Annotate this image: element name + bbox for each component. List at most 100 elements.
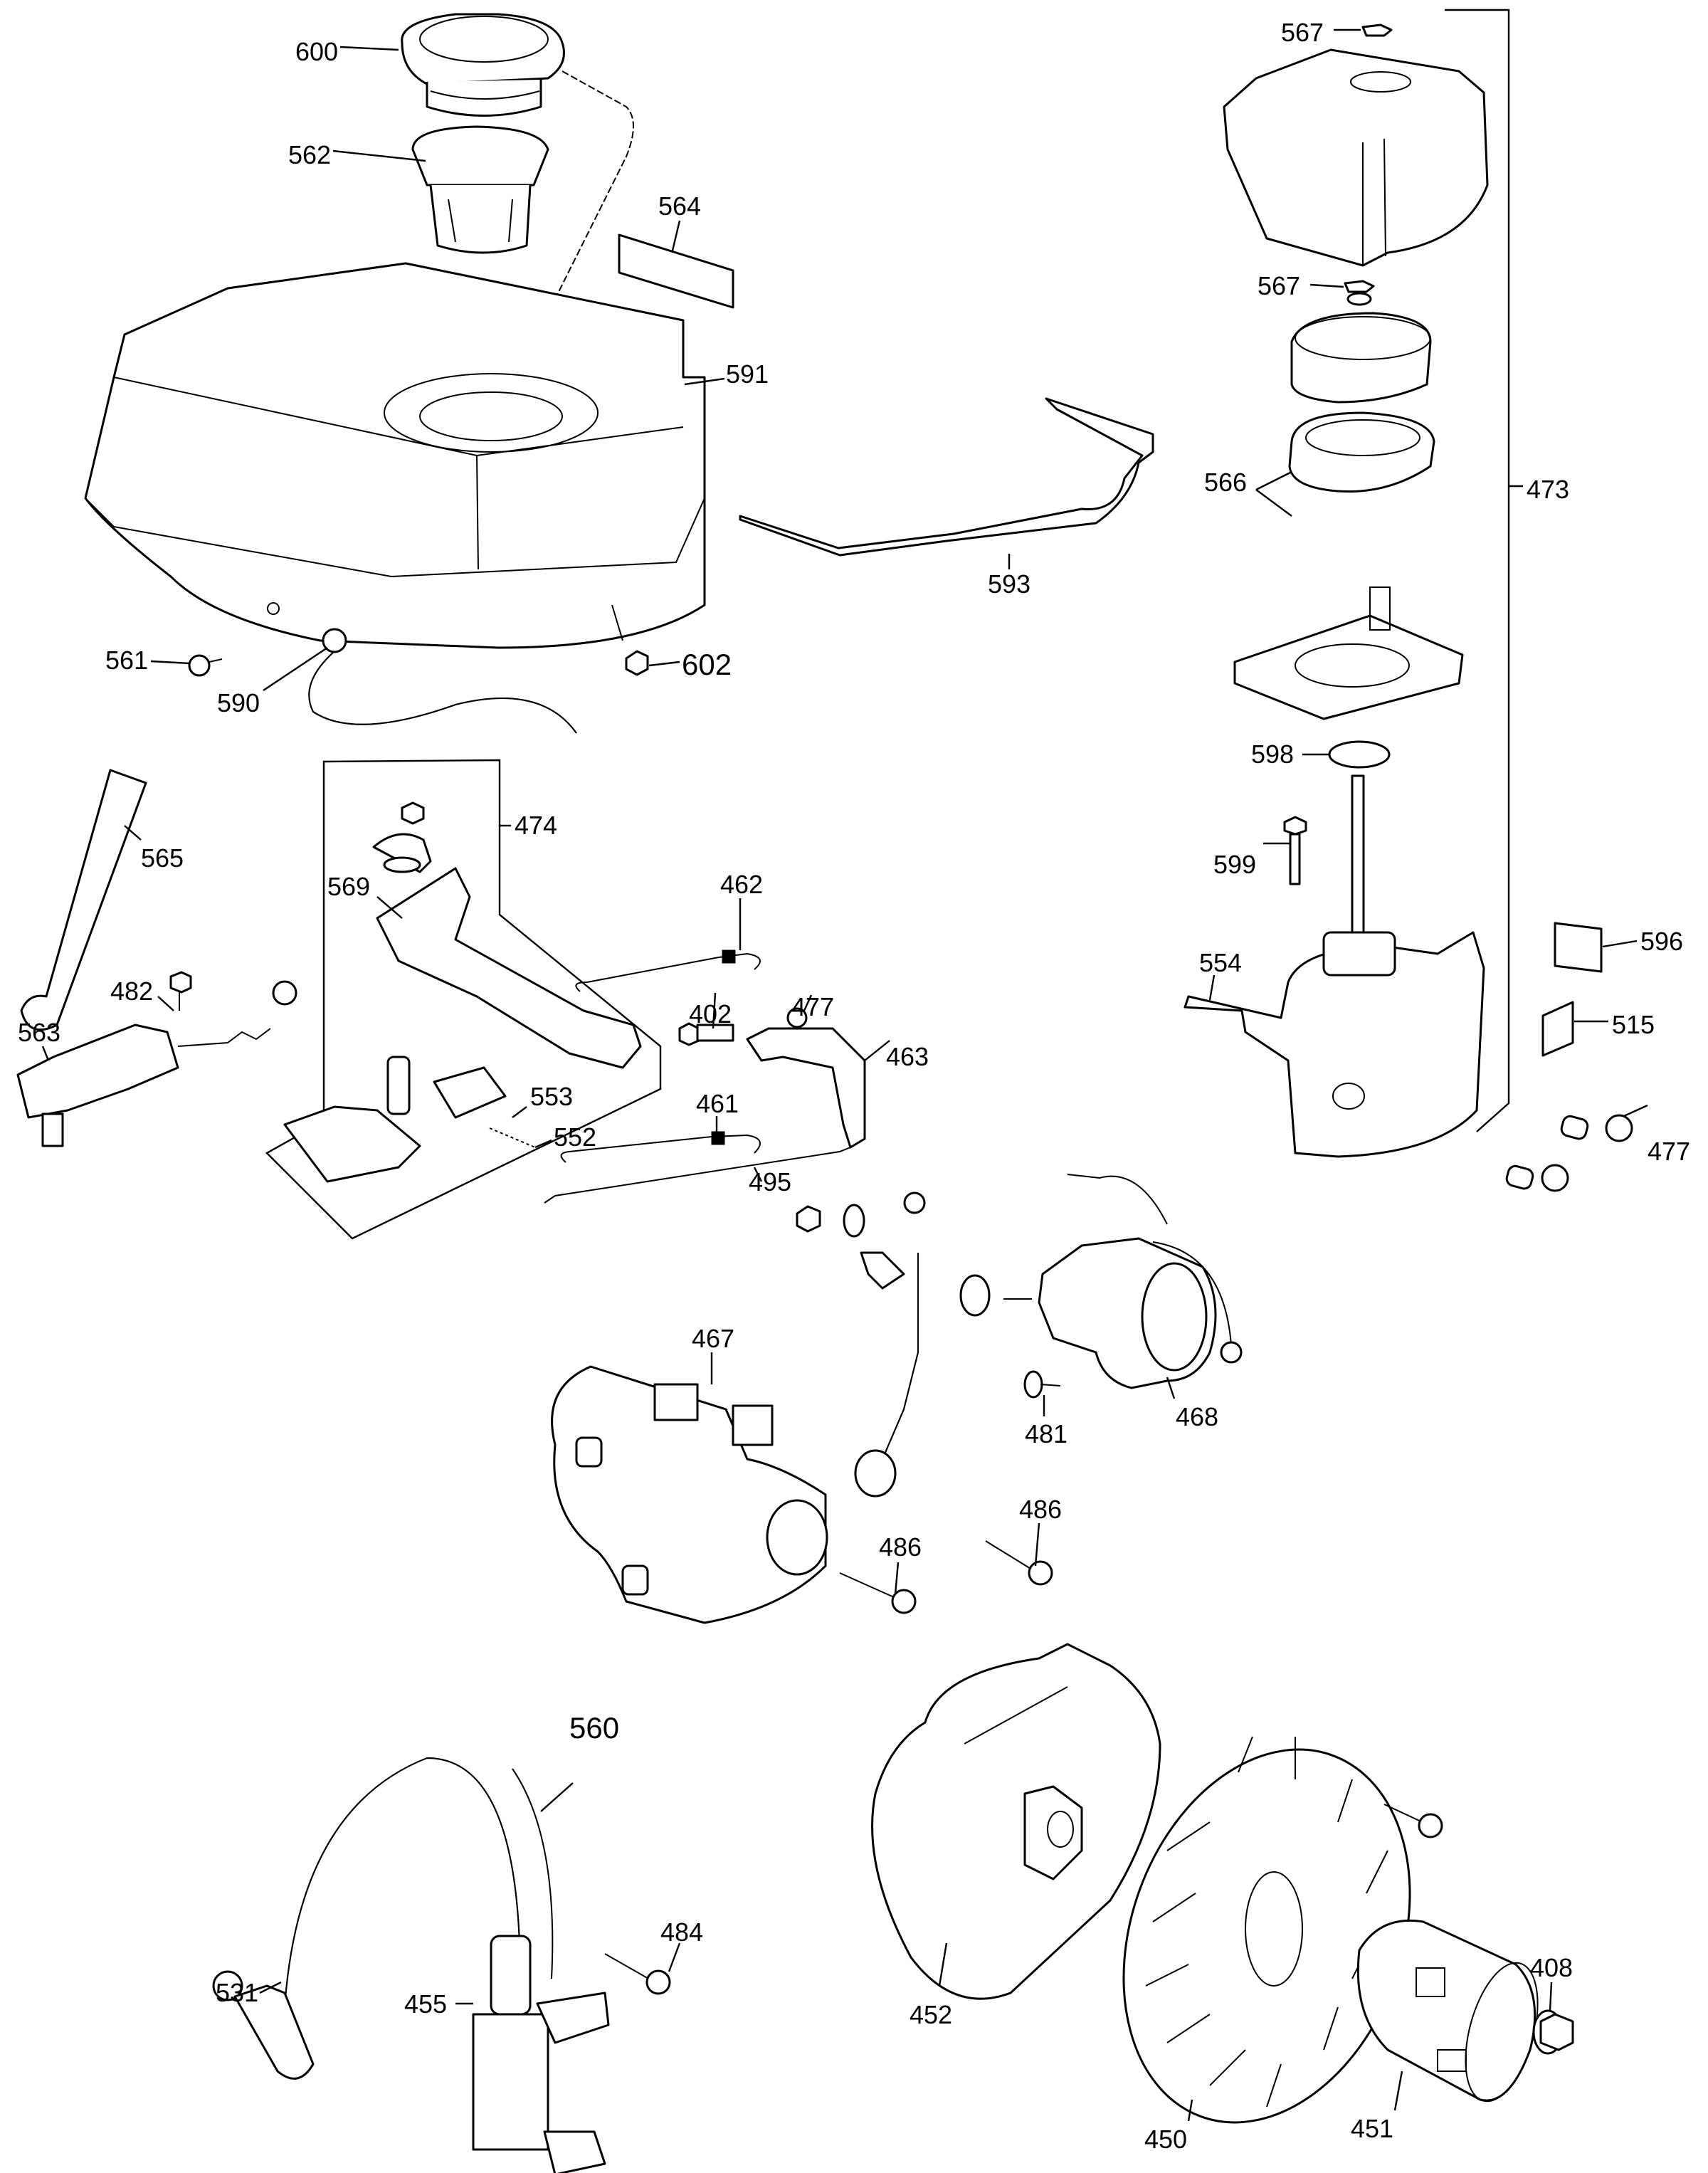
battery-cable-part[interactable] xyxy=(796,1191,926,1498)
callout-451[interactable]: 451 xyxy=(1351,2114,1393,2143)
leader-477r xyxy=(1623,1104,1648,1117)
callout-486b[interactable]: 486 xyxy=(1019,1495,1062,1524)
callout-590[interactable]: 590 xyxy=(217,688,260,717)
callout-450[interactable]: 450 xyxy=(1144,2125,1187,2154)
decal-596-part[interactable] xyxy=(1554,922,1603,973)
callout-560[interactable]: 560 xyxy=(569,1711,619,1745)
callout-462[interactable]: 462 xyxy=(720,870,763,899)
air-filter-element-part[interactable] xyxy=(1288,312,1435,493)
callout-564[interactable]: 564 xyxy=(658,191,701,221)
callout-553[interactable]: 553 xyxy=(530,1082,573,1111)
air-cleaner-base-part[interactable] xyxy=(1184,931,1485,1158)
callout-486a[interactable]: 486 xyxy=(879,1532,922,1562)
callout-591[interactable]: 591 xyxy=(726,359,769,389)
callout-599[interactable]: 599 xyxy=(1213,850,1256,879)
leader-564 xyxy=(671,220,681,251)
stay-565-part[interactable] xyxy=(20,769,147,1031)
bolt-481-part[interactable] xyxy=(1023,1370,1061,1399)
callout-461[interactable]: 461 xyxy=(696,1089,739,1118)
bolt-486b-part[interactable] xyxy=(985,1540,1053,1586)
callout-468[interactable]: 468 xyxy=(1176,1402,1218,1431)
air-cleaner-cover-part[interactable] xyxy=(1223,48,1489,267)
callout-600[interactable]: 600 xyxy=(295,37,338,66)
nut-477-mid-part[interactable] xyxy=(786,1007,808,1028)
spring-553-part[interactable] xyxy=(489,1127,536,1148)
callout-563[interactable]: 563 xyxy=(18,1018,60,1047)
spring-462-part[interactable] xyxy=(575,949,761,992)
callout-561[interactable]: 561 xyxy=(105,646,148,675)
callout-455[interactable]: 455 xyxy=(404,1989,447,2019)
leader-451 xyxy=(1393,2071,1403,2111)
callout-477-right[interactable]: 477 xyxy=(1648,1137,1690,1166)
callout-515[interactable]: 515 xyxy=(1612,1010,1655,1039)
wing-nut-567a-part[interactable] xyxy=(1361,23,1393,37)
callout-481[interactable]: 481 xyxy=(1025,1419,1068,1448)
callout-474[interactable]: 474 xyxy=(515,811,557,840)
fuel-strainer-part[interactable] xyxy=(411,125,549,254)
screw-482-part[interactable] xyxy=(169,971,192,1011)
spark-plug-cap-part[interactable] xyxy=(212,1970,315,2080)
leader-602 xyxy=(648,661,680,667)
callout-596[interactable]: 596 xyxy=(1640,927,1683,956)
bolt-486a-part[interactable] xyxy=(839,1572,917,1614)
callout-562[interactable]: 562 xyxy=(288,140,331,169)
callout-593[interactable]: 593 xyxy=(988,569,1030,599)
air-cleaner-case-part[interactable] xyxy=(1233,586,1464,720)
governor-arm-463-part[interactable] xyxy=(746,1027,866,1149)
callout-408[interactable]: 408 xyxy=(1530,1953,1573,1982)
decal-564-part[interactable] xyxy=(618,233,734,309)
bolt-484-part[interactable] xyxy=(604,1953,671,1995)
callout-452[interactable]: 452 xyxy=(910,2000,952,2029)
flywheel-nut-408-part[interactable] xyxy=(1532,2009,1574,2055)
leader-600 xyxy=(339,46,399,51)
gasket-598-part[interactable] xyxy=(1328,740,1391,769)
callout-569[interactable]: 569 xyxy=(327,872,370,901)
callout-602[interactable]: 602 xyxy=(682,648,732,681)
callout-402[interactable]: 402 xyxy=(689,999,732,1028)
leader-531 xyxy=(259,1981,282,1994)
callout-477-mid[interactable]: 477 xyxy=(791,992,834,1021)
stop-wire-560-part[interactable] xyxy=(512,1768,554,1979)
fuel-valve-part[interactable] xyxy=(308,628,577,734)
wing-nut-567b-part[interactable] xyxy=(1344,280,1375,306)
callout-565[interactable]: 565 xyxy=(141,843,184,873)
callout-531[interactable]: 531 xyxy=(216,1978,258,2007)
callout-567a[interactable]: 567 xyxy=(1281,18,1324,47)
callout-495[interactable]: 495 xyxy=(749,1167,791,1196)
callout-566[interactable]: 566 xyxy=(1204,468,1247,497)
chain xyxy=(519,70,634,399)
spring-461-part[interactable] xyxy=(560,1131,761,1163)
callout-567b[interactable]: 567 xyxy=(1258,271,1300,300)
starter-solenoid-part[interactable] xyxy=(959,1174,1243,1389)
throttle-rod-495-part[interactable] xyxy=(544,1147,851,1204)
flywheel-bolt-part[interactable] xyxy=(1383,1804,1443,1838)
nuts-477-right-part[interactable] xyxy=(1505,1114,1633,1192)
leader-590 xyxy=(263,647,328,691)
fuel-tank-part[interactable] xyxy=(84,262,706,649)
decal-515-part[interactable] xyxy=(1541,1001,1574,1057)
callout-484[interactable]: 484 xyxy=(660,1917,703,1947)
nut-602-part[interactable] xyxy=(625,650,649,676)
fan-cover-part[interactable] xyxy=(871,1643,1161,2000)
callout-482[interactable]: 482 xyxy=(110,977,153,1006)
control-lever-part[interactable] xyxy=(283,801,642,1183)
collar-402-part[interactable] xyxy=(678,1022,734,1046)
bolt-599-part[interactable] xyxy=(1283,816,1307,885)
callout-552[interactable]: 552 xyxy=(554,1122,596,1152)
ignition-coil-part[interactable] xyxy=(284,1757,610,2173)
starter-motor-part[interactable] xyxy=(551,1365,828,1624)
bolt-561-part[interactable] xyxy=(188,654,223,677)
callout-473[interactable]: 473 xyxy=(1527,475,1569,504)
callout-467[interactable]: 467 xyxy=(692,1324,734,1353)
tank-bracket-part[interactable] xyxy=(739,397,1154,557)
starter-pulley-part[interactable] xyxy=(1356,1919,1551,2109)
leader-591 xyxy=(684,377,725,386)
fuel-cap-part[interactable] xyxy=(401,13,565,117)
fuel-cut-solenoid-part[interactable] xyxy=(16,980,297,1147)
leader-402 xyxy=(712,992,717,1029)
callout-598[interactable]: 598 xyxy=(1251,740,1294,769)
leader-565 xyxy=(124,825,142,841)
leader-477m xyxy=(803,994,813,1011)
callout-463[interactable]: 463 xyxy=(886,1042,929,1071)
callout-554[interactable]: 554 xyxy=(1199,948,1242,977)
